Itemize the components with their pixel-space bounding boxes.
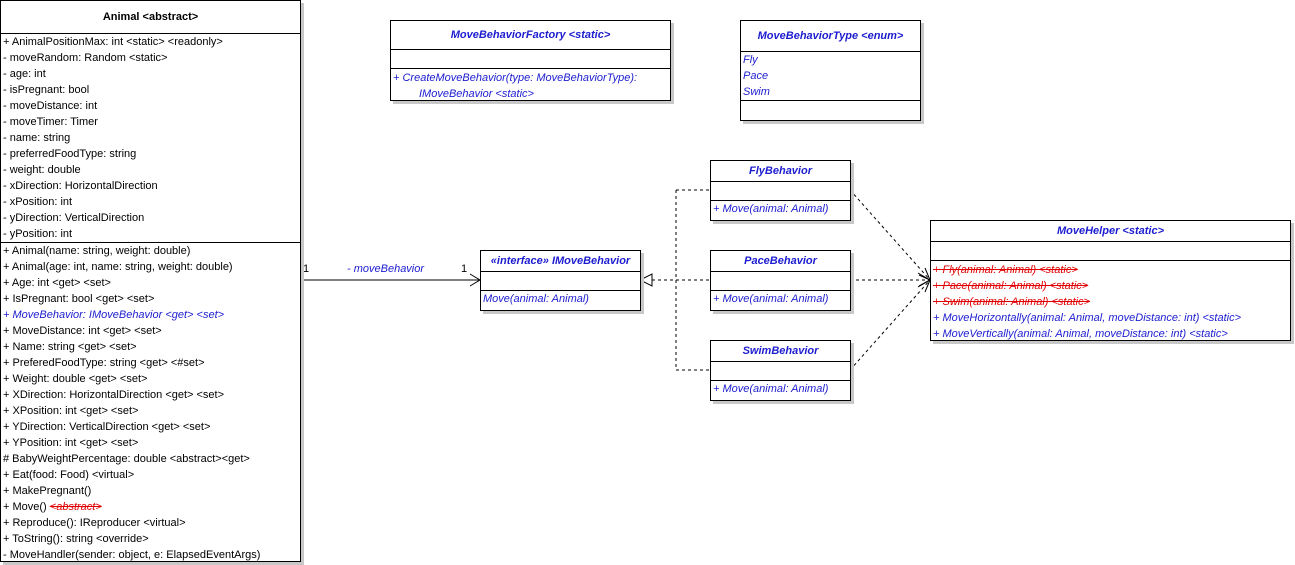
pace-behavior-method-move: + Move(animal: Animal) <box>713 293 829 305</box>
field-row: - yPosition: int <box>3 228 73 240</box>
move-helper-fields-section <box>931 242 1290 261</box>
method-row: + MoveHorizontally(animal: Animal, moveD… <box>933 312 1242 324</box>
animal-methods-section: + Animal(name: string, weight: double) + … <box>1 243 300 563</box>
deprecated-method-row: + Swim(animal: Animal) <static> <box>933 296 1091 308</box>
swim-behavior-fields-section <box>711 362 850 381</box>
field-row: - yDirection: VerticalDirection <box>3 212 145 224</box>
fly-behavior-title: FlyBehavior <box>711 161 850 182</box>
method-row: + Animal(name: string, weight: double) <box>3 245 191 257</box>
factory-methods-section: + CreateMoveBehavior(type: MoveBehaviorT… <box>391 69 670 102</box>
association-source-multiplicity: 1 <box>303 263 310 275</box>
method-row: + Reproduce(): IReproducer <virtual> <box>3 517 186 529</box>
dependency-arrowhead-lower <box>917 278 932 293</box>
dependency-arrowhead-upper <box>917 267 932 282</box>
pace-behavior-fields-section <box>711 272 850 291</box>
fly-behavior-method-move: + Move(animal: Animal) <box>713 203 829 215</box>
enum-value: Pace <box>743 70 769 82</box>
association-target-multiplicity: 1 <box>461 263 468 275</box>
swim-behavior-methods-section: + Move(animal: Animal) <box>711 381 850 397</box>
method-row: + Weight: double <get> <set> <box>3 373 148 385</box>
method-row: + XDirection: HorizontalDirection <get> … <box>3 389 225 401</box>
animal-class[interactable]: Animal <abstract> + AnimalPositionMax: i… <box>0 0 301 562</box>
dependency-swim-line <box>849 279 931 371</box>
method-row: + Animal(age: int, name: string, weight:… <box>3 261 233 273</box>
field-row: + AnimalPositionMax: int <static> <reado… <box>3 36 223 48</box>
fly-behavior-fields-section <box>711 182 850 201</box>
method-row: + Name: string <get> <set> <box>3 341 137 353</box>
imovebehavior-interface[interactable]: «interface» IMoveBehavior Move(animal: A… <box>480 250 641 311</box>
method-row: + MoveVertically(animal: Animal, moveDis… <box>933 328 1228 340</box>
method-row: + MoveDistance: int <get> <set> <box>3 325 162 337</box>
move-helper-methods-section: + Fly(animal: Animal) <static> + Pace(ani… <box>931 261 1290 342</box>
enum-value: Swim <box>743 86 770 98</box>
method-row: + XPosition: int <get> <set> <box>3 405 139 417</box>
deprecated-method-row: + Fly(animal: Animal) <static> <box>933 264 1078 276</box>
method-row: + YDirection: VerticalDirection <get> <s… <box>3 421 211 433</box>
method-row: + MakePregnant() <box>3 485 92 497</box>
field-row: - moveRandom: Random <static> <box>3 52 168 64</box>
field-row: - age: int <box>3 68 46 80</box>
association-role-label: - moveBehavior <box>347 263 425 275</box>
interface-title: «interface» IMoveBehavior <box>481 251 640 272</box>
pace-behavior-methods-section: + Move(animal: Animal) <box>711 291 850 307</box>
animal-class-title: Animal <abstract> <box>1 1 300 34</box>
method-row: + YPosition: int <get> <set> <box>3 437 139 449</box>
field-row: - preferredFoodType: string <box>3 148 137 160</box>
swim-behavior-title: SwimBehavior <box>711 341 850 362</box>
method-move-struck-modifier: <abstract> <box>49 501 102 513</box>
field-row: - moveDistance: int <box>3 100 98 112</box>
move-behavior-factory-class[interactable]: MoveBehaviorFactory <static> + CreateMov… <box>390 20 671 101</box>
method-row: + Age: int <get> <set> <box>3 277 111 289</box>
field-row: - weight: double <box>3 164 81 176</box>
factory-method-line1: + CreateMoveBehavior(type: MoveBehaviorT… <box>393 72 638 84</box>
method-move: + Move() <abstract> <box>1 499 300 515</box>
method-move-text: + Move() <box>3 501 47 513</box>
move-helper-title: MoveHelper <static> <box>931 221 1290 242</box>
fly-behavior-class[interactable]: FlyBehavior + Move(animal: Animal) <box>710 160 851 221</box>
field-row: - xDirection: HorizontalDirection <box>3 180 158 192</box>
move-helper-class[interactable]: MoveHelper <static> + Fly(animal: Animal… <box>930 220 1291 341</box>
method-row: + Eat(food: Food) <virtual> <box>3 469 135 481</box>
method-move-behavior: + MoveBehavior: IMoveBehavior <get> <set… <box>3 309 225 321</box>
enum-value: Fly <box>743 54 758 66</box>
method-row: + ToString(): string <override> <box>3 533 149 545</box>
factory-method-line2: IMoveBehavior <static> <box>419 88 534 100</box>
enum-title: MoveBehaviorType <enum> <box>741 21 920 52</box>
fly-behavior-methods-section: + Move(animal: Animal) <box>711 201 850 217</box>
swim-behavior-class[interactable]: SwimBehavior + Move(animal: Animal) <box>710 340 851 401</box>
animal-fields-section: + AnimalPositionMax: int <static> <reado… <box>1 34 300 243</box>
pace-behavior-title: PaceBehavior <box>711 251 850 272</box>
method-row: - MoveHandler(sender: object, e: Elapsed… <box>3 549 261 561</box>
field-row: - moveTimer: Timer <box>3 116 98 128</box>
field-row: - xPosition: int <box>3 196 73 208</box>
interface-methods-section: Move(animal: Animal) <box>481 291 640 307</box>
factory-title: MoveBehaviorFactory <static> <box>391 21 670 50</box>
method-row: + PreferedFoodType: string <get> <#set> <box>3 357 205 369</box>
deprecated-method-row: + Pace(animal: Animal) <static> <box>933 280 1089 292</box>
interface-method-move: Move(animal: Animal) <box>483 293 589 305</box>
realization-triangle <box>638 273 653 287</box>
field-row: - name: string <box>3 132 71 144</box>
method-row: + IsPregnant: bool <get> <set> <box>3 293 155 305</box>
dependency-fly-line <box>849 189 931 281</box>
pace-behavior-class[interactable]: PaceBehavior + Move(animal: Animal) <box>710 250 851 311</box>
factory-fields-section <box>391 50 670 69</box>
method-row: # BabyWeightPercentage: double <abstract… <box>3 453 250 465</box>
swim-behavior-method-move: + Move(animal: Animal) <box>713 383 829 395</box>
interface-fields-section <box>481 272 640 291</box>
field-row: - isPregnant: bool <box>3 84 90 96</box>
